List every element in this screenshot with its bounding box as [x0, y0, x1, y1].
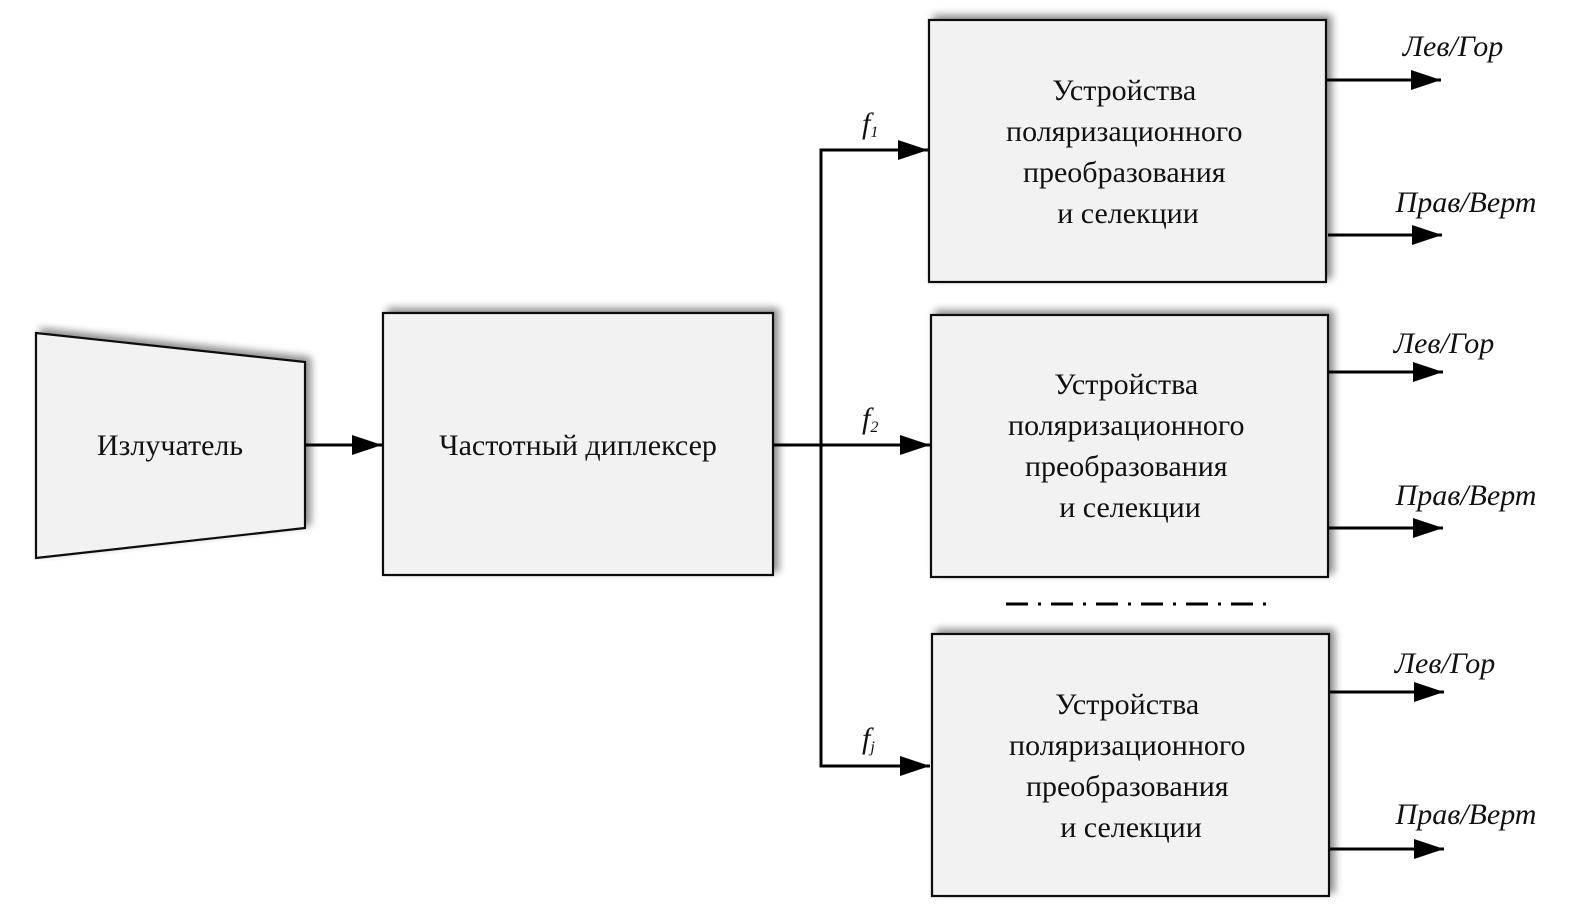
- freq-label-j: fj: [862, 722, 875, 756]
- emitter-shape: [34, 331, 307, 560]
- polarization-block-j-label: Устройства поляризационного преобразован…: [1009, 688, 1253, 844]
- diplexer-shape: [381, 311, 775, 577]
- output-label-j-rv: Прав/Верт: [1395, 798, 1537, 831]
- emitter-block: Излучатель: [34, 331, 307, 560]
- output-label-1-lh: Лев/Гор: [1402, 30, 1504, 63]
- emitter-label: Излучатель: [97, 429, 243, 462]
- output-label-2-rv: Прав/Верт: [1395, 479, 1537, 512]
- branch-1: f1 Устройства поляризационного преобразо…: [819, 18, 1537, 284]
- branch-2: f2 Устройства поляризационного преобразо…: [821, 313, 1537, 579]
- polarization-block-1-label: Устройства поляризационного преобразован…: [1006, 74, 1250, 230]
- diplexer-block: Частотный диплексер: [381, 311, 775, 577]
- branch-j: fj Устройства поляризационного преобразо…: [819, 632, 1537, 898]
- output-label-2-lh: Лев/Гор: [1393, 327, 1495, 360]
- polarization-block-2: [929, 313, 1330, 579]
- polarization-block-2-label: Устройства поляризационного преобразован…: [1008, 368, 1252, 524]
- output-label-1-rv: Прав/Верт: [1395, 186, 1537, 219]
- freq-label-2: f2: [862, 402, 878, 436]
- diplexer-label: Частотный диплексер: [439, 429, 717, 462]
- freq-label-1: f1: [862, 107, 878, 141]
- polarization-block-j: [930, 632, 1331, 898]
- output-label-j-lh: Лев/Гор: [1394, 647, 1496, 680]
- polarization-block-1: [927, 18, 1328, 284]
